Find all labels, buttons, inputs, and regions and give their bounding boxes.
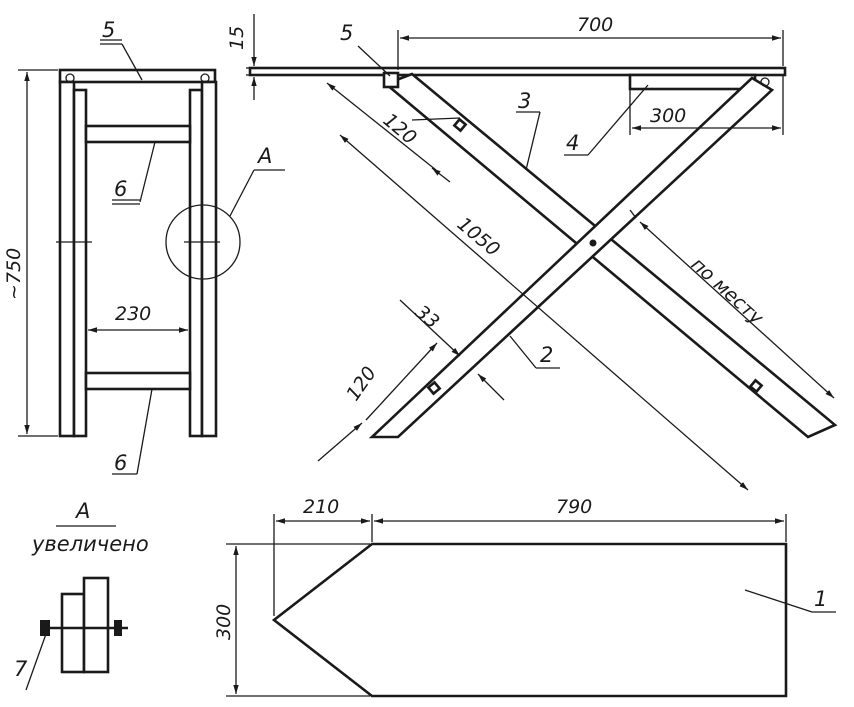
front-label-2: 2 <box>540 343 553 367</box>
front-label-3: 3 <box>518 89 531 113</box>
front-label-2-leader <box>509 335 537 369</box>
thickness-label: 15 <box>226 26 248 50</box>
width-dimension-label: 230 <box>115 303 151 325</box>
body-length-label: 790 <box>556 496 592 518</box>
front-label-5-leader <box>357 45 391 77</box>
callout-a-label: A <box>256 144 272 168</box>
detail-a: A увеличено 7 <box>14 499 149 691</box>
crossbar-upper <box>84 124 192 144</box>
front-block-5 <box>382 71 400 89</box>
callout-a-leader <box>229 169 255 217</box>
detail-bar-right <box>82 576 110 674</box>
height-dimension-label: ~750 <box>3 248 25 300</box>
front-label-4-leader <box>587 84 649 156</box>
label-5-leader <box>121 43 143 81</box>
board-label-1: 1 <box>814 587 827 611</box>
side-leg-left-outer <box>58 80 76 438</box>
front-top-board <box>248 66 787 77</box>
side-label-6-lower: 6 <box>114 451 127 475</box>
bolt-head-icon <box>40 620 50 636</box>
leg-length-label: 1050 <box>453 213 504 261</box>
fit-dimension-line <box>639 221 835 399</box>
side-label-5: 5 <box>102 18 115 42</box>
offset-top-label: 120 <box>379 109 421 149</box>
board-plan: 210 790 300 1 <box>213 496 836 698</box>
length-label: 700 <box>577 14 613 36</box>
side-view: A ~750 230 5 6 6 <box>3 18 285 475</box>
board-width-label: 300 <box>213 604 235 640</box>
front-view: 15 700 300 120 1050 по месту 33 120 5 <box>226 14 838 491</box>
offset-top-ext <box>411 117 461 121</box>
side-top-board <box>58 68 217 84</box>
crossbar-lower <box>84 371 192 391</box>
side-label-6-upper: 6 <box>114 177 127 201</box>
support-label: 300 <box>650 105 686 127</box>
detail-title: A <box>74 499 90 523</box>
side-leg-left-inner <box>72 88 88 438</box>
detail-a-callout-circle <box>165 204 241 280</box>
leg-width-arrow-1 <box>399 299 461 357</box>
detail-bar-left <box>60 592 86 674</box>
pivot-bolt-icon <box>589 239 597 247</box>
leg-width-label: 33 <box>411 301 444 333</box>
offset-bottom-line <box>365 342 438 421</box>
offset-top-arrow-2 <box>431 167 451 183</box>
front-label-5: 5 <box>340 21 353 45</box>
detail-label-7: 7 <box>14 657 28 681</box>
slot-mark-1 <box>452 117 468 133</box>
board-label-leader <box>744 589 813 613</box>
leg-length-dimension-line <box>339 134 749 491</box>
front-support-4 <box>628 73 757 91</box>
leg-width-arrow-2 <box>477 373 505 401</box>
offset-bottom-label: 120 <box>342 363 381 405</box>
front-label-4: 4 <box>566 131 579 155</box>
detail-label-leader <box>25 633 47 691</box>
tip-length-label: 210 <box>303 496 339 518</box>
side-leg-right-inner <box>188 88 204 438</box>
side-leg-right-outer <box>200 80 218 438</box>
nut-icon <box>114 620 122 636</box>
detail-subtitle: увеличено <box>31 532 149 556</box>
ironing-board-outline <box>271 542 788 698</box>
offset-bottom-arrow <box>317 422 363 462</box>
label-6-lower-leader <box>136 388 153 475</box>
front-label-3-leader <box>525 111 541 171</box>
hinge-front-icon <box>760 77 770 87</box>
label-6-upper-leader <box>139 141 156 203</box>
